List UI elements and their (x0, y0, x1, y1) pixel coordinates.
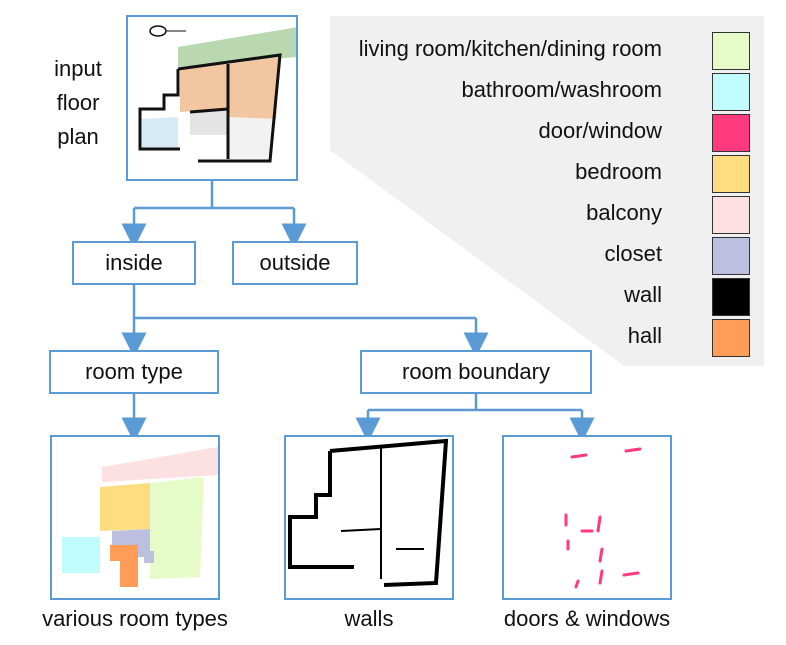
room-type-node: room type (49, 350, 219, 394)
legend-swatch (712, 196, 750, 234)
legend-row-bathroom: bathroom/washroom (330, 71, 750, 111)
legend-row-hall: hall (330, 317, 750, 357)
caption-room-types: various room types (42, 606, 228, 631)
legend-swatch (712, 155, 750, 193)
legend-swatch (712, 319, 750, 357)
outside-node: outside (232, 241, 358, 285)
legend-row-bedroom: bedroom (330, 153, 750, 193)
input-floor-plan-label: input floor plan (40, 52, 116, 154)
legend-label: bedroom (575, 159, 662, 184)
legend-row-closet: closet (330, 235, 750, 275)
legend-label: living room/kitchen/dining room (358, 36, 662, 61)
legend-swatch (712, 32, 750, 70)
legend-label: door/window (538, 118, 662, 143)
doors-windows-image (502, 435, 672, 600)
caption-walls: walls (344, 606, 394, 631)
inside-node: inside (72, 241, 196, 285)
walls-image (284, 435, 454, 600)
legend-row-door-window: door/window (330, 112, 750, 152)
legend-label: closet (604, 241, 662, 266)
input-label-line: plan (57, 124, 99, 149)
caption-doors-windows: doors & windows (503, 606, 671, 631)
legend-swatch (712, 237, 750, 275)
input-label-line: input (54, 56, 102, 81)
legend-label: hall (627, 323, 662, 348)
room-types-image (50, 435, 220, 600)
legend-row-balcony: balcony (330, 194, 750, 234)
legend-swatch (712, 278, 750, 316)
input-floor-plan-image (126, 15, 298, 181)
legend-label: wall (624, 282, 662, 307)
legend-swatch (712, 114, 750, 152)
legend-label: bathroom/washroom (461, 77, 662, 102)
legend-row-wall: wall (330, 276, 750, 316)
room-boundary-node: room boundary (360, 350, 592, 394)
legend-label: balcony (586, 200, 662, 225)
legend-row-living: living room/kitchen/dining room (330, 30, 750, 70)
input-label-line: floor (56, 90, 100, 115)
legend-swatch (712, 73, 750, 111)
